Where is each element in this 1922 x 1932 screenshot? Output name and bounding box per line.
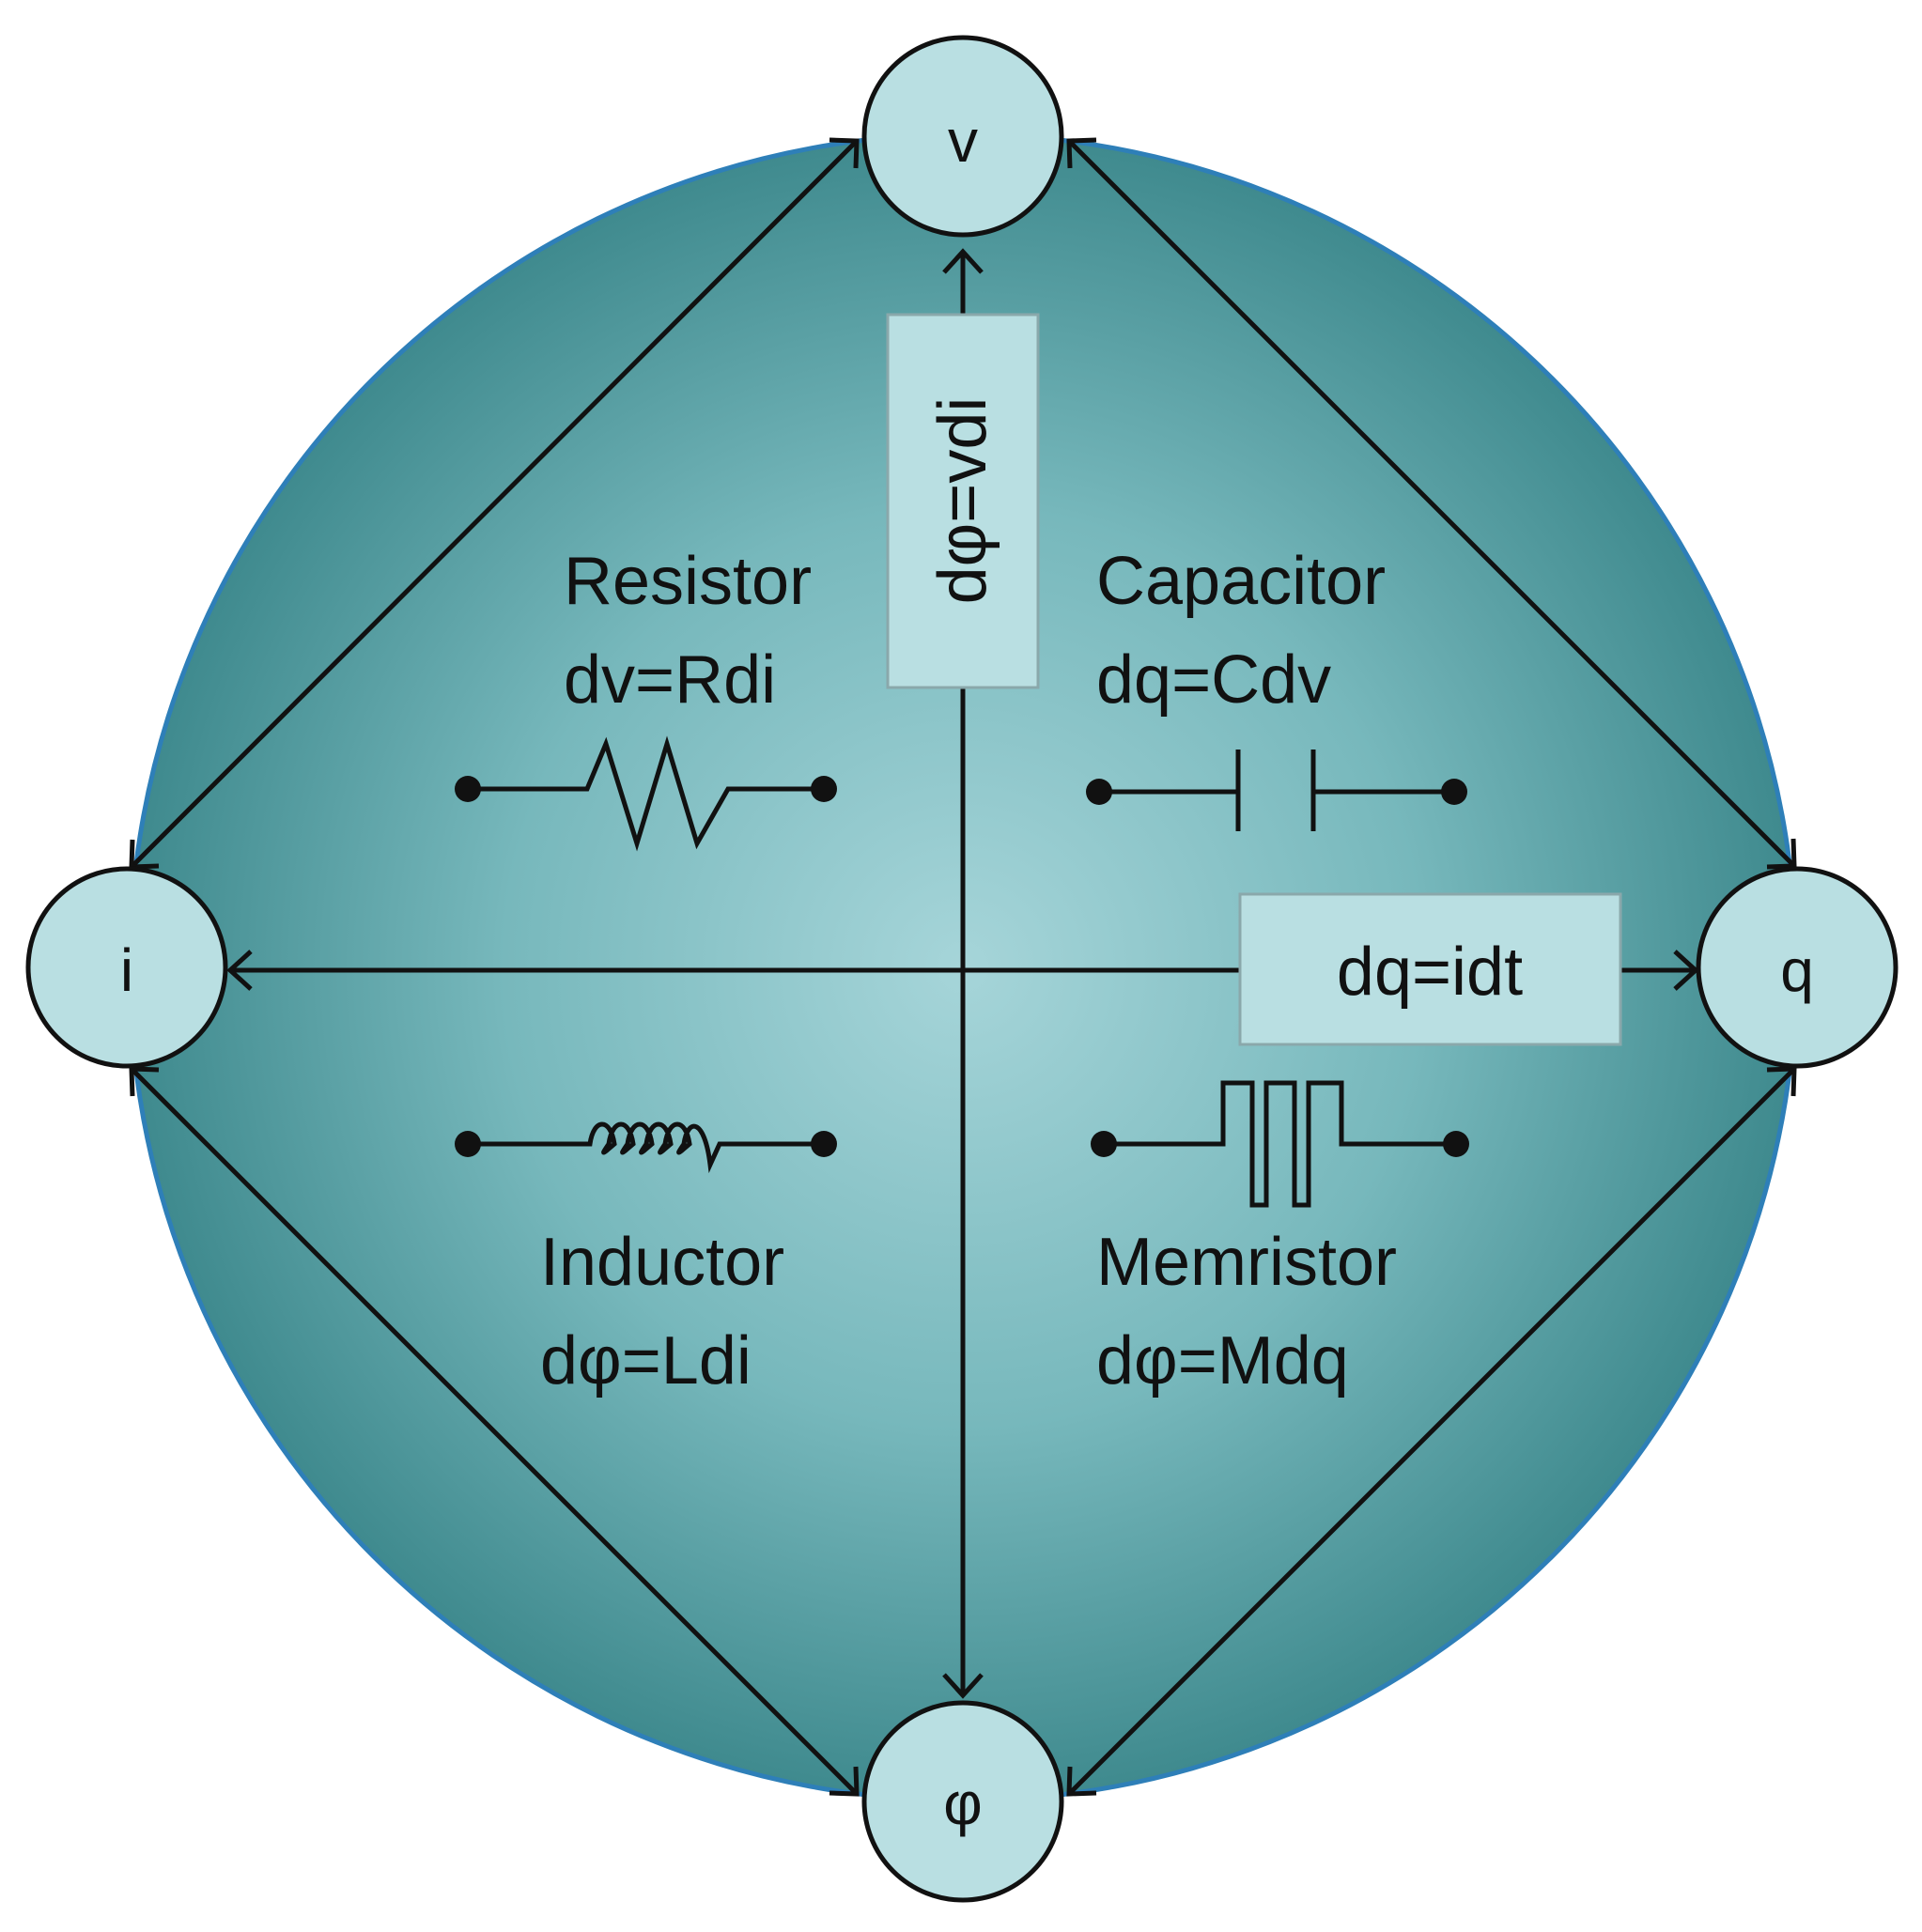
memristor-group: Memristor dφ=Mdq [1091, 1080, 1469, 1399]
capacitor-name: Capacitor [1096, 544, 1386, 619]
diamond-edges [129, 137, 1797, 1797]
resistor-group: Resistor dv=Rdi [455, 544, 837, 852]
vertical-equation-box: dφ=vdi [886, 313, 1040, 689]
arrowhead-at-v-left [829, 137, 860, 169]
node-q-label: q [1780, 936, 1814, 1004]
arrowhead-up-to-v [942, 248, 984, 274]
capacitor-group: Capacitor dq=Cdv [1086, 544, 1467, 831]
arrowhead-at-i-lower [129, 1066, 160, 1097]
inductor-name: Inductor [540, 1225, 784, 1300]
memristor-equation: dφ=Mdq [1096, 1323, 1349, 1399]
node-phi: φ [861, 1700, 1064, 1903]
arrowhead-right-to-q [1673, 950, 1699, 991]
arrowhead-down-to-phi [942, 1673, 984, 1699]
arrowhead-at-q-lower [1766, 1066, 1797, 1097]
node-i-label: i [120, 936, 133, 1004]
edge-phi-to-q [1067, 1067, 1796, 1796]
node-i: i [25, 866, 228, 1069]
memristor-symbol [1091, 1080, 1469, 1208]
inductor-equation: dφ=Ldi [540, 1323, 752, 1399]
memristor-name: Memristor [1096, 1225, 1397, 1300]
resistor-symbol [455, 735, 837, 852]
resistor-equation: dv=Rdi [564, 642, 776, 718]
node-q: q [1696, 866, 1899, 1069]
arrowhead-left-to-i [226, 950, 253, 991]
edge-i-to-phi [130, 1067, 859, 1796]
capacitor-symbol [1086, 750, 1467, 831]
node-v-label: v [948, 107, 978, 175]
horizontal-equation-box: dq=idt [1238, 892, 1622, 1046]
arrowhead-at-q-upper [1766, 838, 1797, 870]
node-v: v [861, 35, 1064, 238]
horizontal-equation-label: dq=idt [1337, 935, 1523, 1010]
vertical-equation-label: dφ=vdi [925, 397, 1000, 605]
edge-i-to-v [130, 139, 859, 869]
node-phi-label: φ [943, 1770, 983, 1837]
arrowhead-at-phi-right [1066, 1766, 1097, 1797]
capacitor-equation: dq=Cdv [1096, 642, 1331, 718]
arrowhead-at-phi-left [829, 1766, 860, 1797]
inductor-group: Inductor dφ=Ldi [455, 1121, 837, 1399]
inductor-symbol [455, 1121, 837, 1174]
edge-v-to-q [1067, 139, 1796, 868]
arrowhead-at-v-right [1066, 137, 1097, 169]
resistor-name: Resistor [564, 544, 812, 619]
